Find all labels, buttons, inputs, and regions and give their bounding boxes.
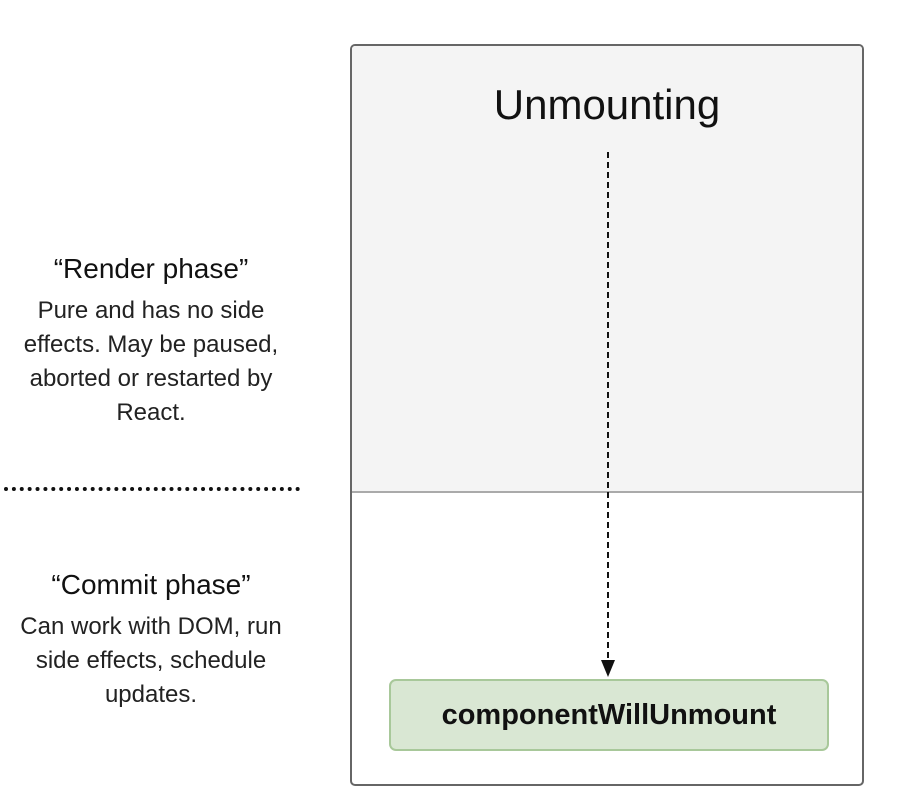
- render-phase-label: “Render phase” Pure and has no side effe…: [0, 252, 302, 430]
- render-phase-description: Pure and has no side effects. May be pau…: [23, 297, 279, 426]
- flow-arrow: [601, 152, 615, 677]
- component-will-unmount-node: componentWillUnmount: [389, 679, 829, 751]
- commit-phase-label: “Commit phase” Can work with DOM, run si…: [0, 568, 302, 712]
- unmounting-box: Unmounting componentWillUnmount: [350, 44, 864, 786]
- phase-divider: [4, 487, 300, 491]
- commit-phase-title: “Commit phase”: [51, 569, 251, 600]
- render-phase-zone: [352, 46, 862, 493]
- render-phase-title: “Render phase”: [53, 253, 249, 284]
- commit-phase-description: Can work with DOM, run side effects, sch…: [20, 613, 282, 708]
- arrowhead-icon: [601, 660, 615, 677]
- unmounting-title: Unmounting: [493, 81, 721, 128]
